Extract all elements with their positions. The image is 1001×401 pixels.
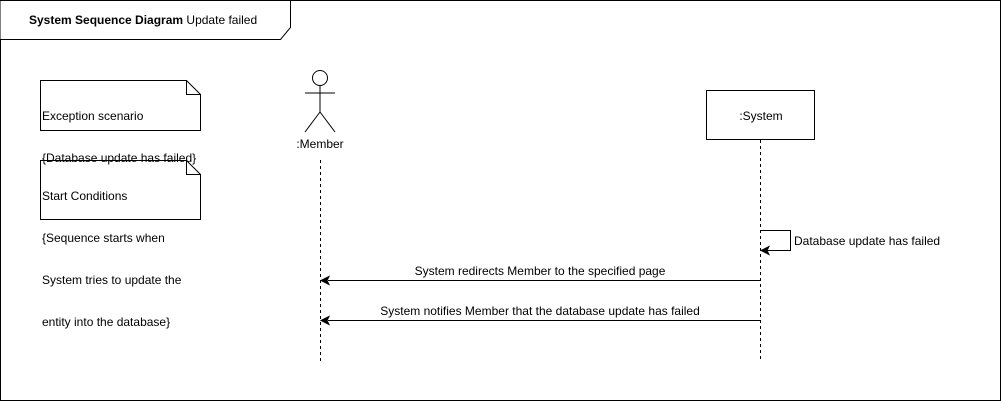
system-label: :System <box>739 109 783 123</box>
note-start-conditions-text: Start Conditions {Sequence starts when S… <box>42 161 181 343</box>
self-message-label: Database update has failed <box>794 234 941 248</box>
note-line: entity into the database} <box>42 315 171 329</box>
diagram-title-bold: System Sequence Diagram <box>29 13 184 27</box>
message-label-redirect: System redirects Member to the specified… <box>414 264 666 278</box>
note-fold <box>186 160 201 175</box>
note-line: System tries to update the <box>42 273 182 287</box>
note-start-conditions <box>40 160 201 220</box>
note-exception-text: Exception scenario {Database update has … <box>42 81 196 179</box>
actor-label: :Member <box>296 137 344 151</box>
message-arrow-redirect <box>319 275 760 286</box>
diagram-title: System Sequence Diagram Update failed <box>0 12 319 28</box>
note-line: {Database update has failed} <box>42 151 197 165</box>
message-arrow-notify <box>319 315 760 326</box>
actor-icon <box>304 70 336 133</box>
message-label-notify: System notifies Member that the database… <box>380 304 700 318</box>
title-tab <box>0 0 291 40</box>
system-box <box>706 90 815 140</box>
note-exception <box>40 80 201 131</box>
diagram-title-rest: Update failed <box>186 13 258 27</box>
note-line: Start Conditions <box>42 189 128 203</box>
note-line: {Sequence starts when <box>42 231 165 245</box>
note-line: Exception scenario <box>42 109 144 123</box>
self-message-arrow <box>759 230 791 256</box>
note-fold <box>186 80 201 95</box>
